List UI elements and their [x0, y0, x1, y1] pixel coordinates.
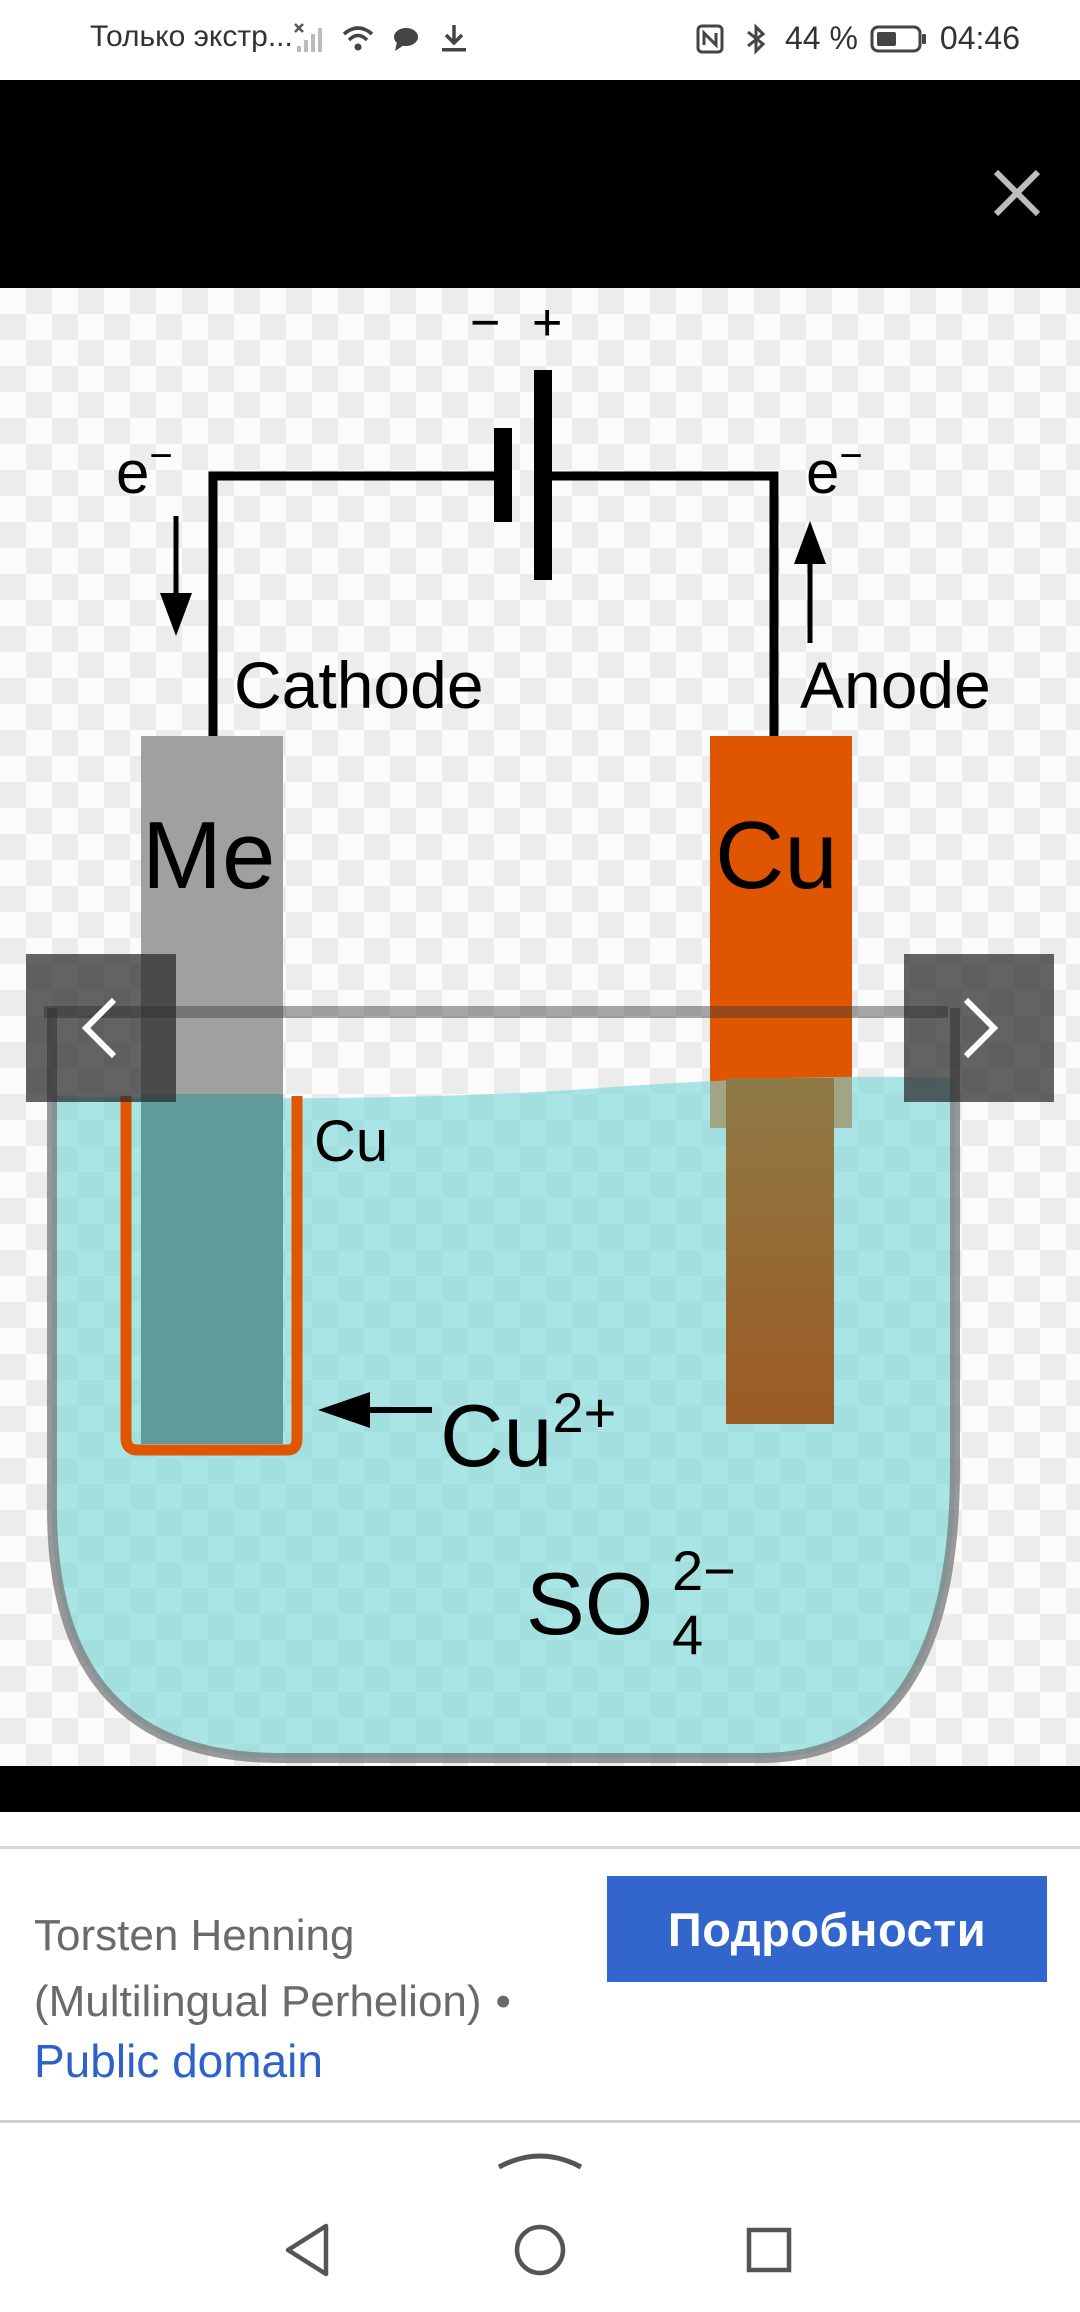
license-link[interactable]: Public domain: [34, 2035, 323, 2087]
author-credit: Torsten Henning (Multilingual Perhelion)…: [34, 1903, 594, 2035]
home-icon[interactable]: [513, 2223, 567, 2277]
copper-ion-label: Cu2+: [440, 1381, 616, 1485]
anode-label: Anode: [800, 648, 991, 722]
sulfate-ion-subscript: 4: [672, 1603, 703, 1666]
anode-submerged: [726, 1078, 834, 1424]
divider: [0, 2120, 1080, 2123]
electron-arrow-up-head: [794, 521, 826, 564]
electrolysis-image: − + e− e− Cathode Anode Me Cu Cu Cu2+: [0, 288, 1080, 1766]
separator-dot: •: [495, 1977, 511, 2026]
electron-label-left: e−: [116, 434, 173, 506]
close-icon[interactable]: [984, 160, 1050, 226]
ion-arrow-head: [318, 1392, 370, 1428]
viewer-bottom-bar: [0, 1766, 1080, 1812]
bluetooth-icon: [747, 22, 766, 55]
details-button[interactable]: Подробности: [607, 1876, 1047, 1982]
status-bar: Только экстр... 44 %: [0, 0, 1080, 80]
chevron-left-icon: [81, 997, 117, 1059]
cathode-metal-label: Me: [142, 802, 275, 909]
previous-image-button[interactable]: [26, 954, 176, 1102]
chevron-up-icon[interactable]: [495, 2143, 585, 2173]
author-name: Torsten Henning: [34, 1911, 355, 1960]
next-image-button[interactable]: [904, 954, 1054, 1102]
viewer-top-bar: [0, 80, 1080, 288]
sulfate-ion-text: SO: [526, 1554, 653, 1653]
wire-left: [208, 471, 494, 736]
copper-ion-charge: 2+: [553, 1381, 617, 1444]
deposit-label: Cu: [314, 1109, 388, 1174]
anode-metal-label: Cu: [715, 802, 838, 909]
clock: 04:46: [939, 20, 1020, 56]
back-icon[interactable]: [282, 2221, 332, 2279]
sulfate-ion-charge: 2−: [672, 1539, 736, 1602]
electron-left-charge: −: [149, 434, 172, 478]
battery-plate-positive: [534, 370, 552, 580]
wifi-icon: [342, 26, 374, 51]
electron-label-right: e−: [806, 434, 863, 506]
copper-ion-text: Cu: [440, 1386, 553, 1485]
system-navigation-bar: [0, 2123, 1080, 2312]
anode-electrode: [710, 736, 852, 1128]
signal-off-icon: [294, 23, 322, 52]
carrier-text: Только экстр...: [90, 20, 293, 53]
recents-icon[interactable]: [746, 2227, 792, 2273]
divider: [0, 1846, 1080, 1849]
message-icon: [394, 28, 418, 51]
author-alias: (Multilingual Perhelion) •: [34, 1969, 594, 2035]
sulfate-ion-label: SO 42−: [526, 1539, 736, 1666]
battery-percent: 44 %: [784, 20, 858, 56]
battery-plate-negative: [494, 428, 512, 522]
beaker: [47, 1008, 960, 1763]
author-alias-text: (Multilingual Perhelion): [34, 1977, 482, 2026]
wire-right: [552, 471, 779, 736]
status-icons-left: [293, 22, 471, 56]
battery-plus-sign: +: [532, 294, 562, 352]
electron-left-text: e: [116, 439, 149, 506]
copper-deposit: [120, 1096, 303, 1456]
cathode-submerged: [141, 1094, 283, 1444]
download-icon: [442, 25, 466, 52]
cathode-label: Cathode: [234, 648, 484, 722]
electron-right-text: e: [806, 439, 839, 506]
nfc-icon: [696, 24, 724, 53]
electron-right-charge: −: [839, 434, 862, 478]
chevron-right-icon: [963, 997, 999, 1059]
battery-minus-sign: −: [470, 294, 500, 352]
electron-arrow-down-head: [160, 593, 192, 636]
status-icons-right: 44 % 04:46: [693, 20, 1020, 57]
gallery-overlay-line: [44, 1006, 948, 1018]
battery-icon: [870, 25, 926, 52]
electrolysis-diagram: − + e− e− Cathode Anode Me Cu Cu Cu2+: [47, 294, 991, 1763]
